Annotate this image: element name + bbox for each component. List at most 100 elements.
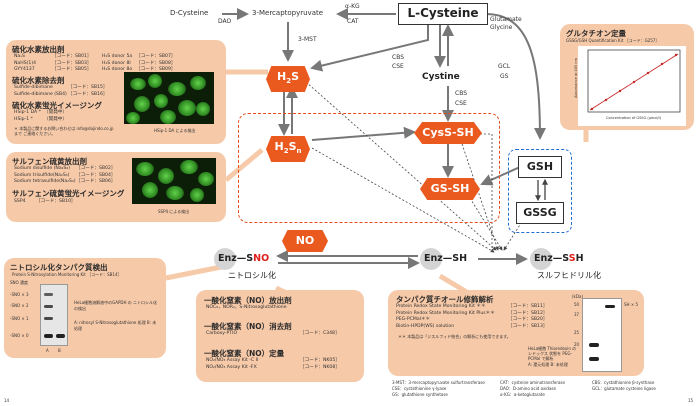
nitrosylation-kit: Protein S-Nitrosylation Monitoring Kit ［… bbox=[12, 272, 122, 277]
abbrev-item: CSE：cystathionine γ-lyase bbox=[392, 386, 447, 391]
no-products-panel: 一酸化窒素（NO）放出剤 NOC₈，NOR₂，S-Nitrosoglutathi… bbox=[196, 290, 364, 382]
no-scavenger-title: 一酸化窒素（NO）消去剤 bbox=[204, 322, 292, 331]
product-code: ［コード：SB16］ bbox=[68, 91, 108, 97]
abbreviations: 3-MST：3-mercaptopyruvate sulfurtransfera… bbox=[392, 380, 692, 398]
product-code: ［コード：SB01］ bbox=[52, 54, 92, 59]
chart-xlabel: Concentration of GSSG (µmol/l) bbox=[606, 116, 661, 120]
thiol-panel: タンパク質チオール修飾解析 Protein Redox State Monito… bbox=[388, 290, 644, 376]
product-name: Sodium disulfide (Na₂S₂) bbox=[14, 166, 71, 171]
product-code: ［コード：SB07］ bbox=[136, 54, 176, 59]
product-name: HSip-1 DA * bbox=[14, 110, 41, 115]
enz-sno-circle bbox=[214, 248, 236, 270]
product-name: NaₛS bbox=[14, 54, 25, 59]
mst-label: 3-MST bbox=[298, 36, 317, 43]
kda-20: 20 bbox=[574, 342, 580, 347]
cse-label-1: CSE bbox=[392, 63, 404, 70]
ssp4-micrograph bbox=[132, 158, 216, 204]
product-name: SSP4 bbox=[14, 199, 26, 204]
product-code: ［コード：SB08］ bbox=[136, 60, 176, 66]
sulfane-sulfur-group bbox=[238, 113, 500, 223]
product-name: NOC₈，NOR₂，S-Nitrosoglutathione bbox=[206, 305, 287, 310]
product-code: ［コード：SB12］ bbox=[508, 310, 548, 316]
gs-label: GS bbox=[500, 73, 509, 80]
product-code: ［コード：SB20］ bbox=[508, 317, 548, 322]
product-code: ［コード：SB05］ bbox=[52, 67, 92, 72]
product-name: NO₂/NO₃ Assay Kit -C II bbox=[206, 358, 259, 363]
h2s-donor-title: 硫化水素放出剤 bbox=[12, 45, 65, 54]
thiol-desc: HeLa細胞 Thioredoxin のレドックス 状態を PEG-PCMal … bbox=[528, 346, 577, 361]
product-name: GYY4137 bbox=[14, 67, 35, 72]
kda-label: (kDa) bbox=[572, 294, 583, 299]
enz-sh-circle bbox=[420, 248, 442, 270]
nitrosylation-title: ニトロシル化タンパク質検出 bbox=[10, 263, 108, 272]
glutathione-group bbox=[508, 149, 572, 233]
product-name: HSip-1 * bbox=[14, 116, 33, 122]
sno-mark-1: -SNO × 1 bbox=[10, 316, 29, 321]
glutathione-panel: グルタチオン定量 GSSG/GSH Quantification Kit ［コー… bbox=[560, 24, 694, 130]
product-name: Sodium tetrasulfide(Na₂S₄) bbox=[14, 179, 76, 184]
sulfane-imaging-title: サルフェン硫黄蛍光イメージング bbox=[12, 189, 125, 198]
product-name: Sulfide-dibimane bbox=[14, 85, 53, 90]
product-name: H₂S donor 8o bbox=[102, 67, 133, 72]
product-code: ［コード：SB06］ bbox=[76, 179, 116, 184]
page-number-right: 15 bbox=[688, 398, 694, 403]
product-name: PEG-PCMal＊＊ bbox=[396, 317, 431, 322]
sno-mark-2: -SNO × 2 bbox=[10, 303, 29, 308]
nitrosylation-blot bbox=[40, 284, 68, 346]
cse-label-2: CSE bbox=[455, 100, 467, 107]
thiol-note: ＊＊ 本製品は「ジスルフィド結合」の解析にも使用できます。 bbox=[398, 334, 511, 339]
abbrev-item: GS：glutathione synthetase bbox=[392, 392, 448, 397]
product-code: ［コード：NK08］ bbox=[300, 364, 340, 370]
product-name: H₂S donor 8l bbox=[102, 60, 131, 66]
page-number-left: 14 bbox=[4, 398, 10, 403]
kda-37: 37 bbox=[574, 312, 580, 317]
h2s-note: ＊ 本製品に関するお問い合わせは info@dojindo.co.jp まで ご… bbox=[14, 126, 114, 136]
l-cysteine-box: L-Cysteine bbox=[398, 3, 488, 25]
product-name: Sodium trisulfide(Na₂S₃) bbox=[14, 172, 70, 178]
product-status: （開発中） bbox=[44, 110, 67, 115]
product-name: NaHS(1)4 bbox=[14, 60, 37, 66]
cat-label: CAT bbox=[347, 18, 359, 25]
product-name: NO₂/NO₃ Assay Kit -FX bbox=[206, 364, 257, 370]
nitrosylation-desc: HeLa細胞溶解液中のGAPDH の ニトロシル化の検出 bbox=[74, 300, 158, 311]
glutathione-title: グルタチオン定量 bbox=[566, 29, 626, 38]
sulfane-donor-title: サルフェン硫黄放出剤 bbox=[12, 157, 87, 166]
gs-sh-node: GS-SH bbox=[420, 178, 480, 200]
product-code: ［コード：NK05］ bbox=[300, 358, 340, 363]
glycine-label: Glycine bbox=[490, 24, 513, 31]
h2s-products-panel: 硫化水素放出剤 NaₛS［コード：SB01］H₂S donor 5a［コード：S… bbox=[6, 40, 226, 144]
product-code: ［コード：SB13］ bbox=[508, 323, 548, 329]
product-code: ［コード：SB04］ bbox=[76, 172, 116, 178]
d-cysteine-label: D-Cysteine bbox=[170, 9, 209, 17]
no-donor-title: 一酸化窒素（NO）放出剤 bbox=[204, 296, 292, 305]
mercaptopyruvate-label: 3-Mercaptopyruvate bbox=[252, 9, 324, 17]
product-name: Sulfide-dibimane (SB4) bbox=[14, 91, 67, 97]
chart-ylabel: Absorbance at 405 nm bbox=[573, 58, 578, 98]
sno-mark-0: -SNO × 0 bbox=[10, 333, 29, 338]
akg-label: α-KG bbox=[345, 3, 360, 10]
nitrosylation-legend: A: nitrosyl S-Nitrosoglutathione 処理 B: 未… bbox=[74, 320, 157, 331]
dao-label: DAO bbox=[218, 18, 232, 25]
product-name: Carboxy-PTIO bbox=[206, 331, 238, 336]
product-status: （開発中） bbox=[44, 116, 67, 122]
kda-25: 25 bbox=[574, 330, 580, 335]
thiol-title: タンパク質チオール修飾解析 bbox=[396, 295, 494, 304]
abbrev-item: CAT：cysteine aminotransferase bbox=[500, 380, 565, 385]
nitrosylation-panel: ニトロシル化タンパク質検出 Protein S-Nitrosylation Mo… bbox=[4, 258, 166, 358]
h2s-node: H2S bbox=[266, 66, 310, 93]
nitrosylation-label: ニトロシル化 bbox=[228, 271, 276, 280]
product-code: ［コード：C348］ bbox=[300, 331, 340, 336]
gcl-label: GCL bbox=[498, 63, 511, 70]
product-code: ［コード：SB03］ bbox=[52, 60, 92, 66]
sulfhydration-label: スルフヒドリル化 bbox=[537, 271, 601, 280]
kda-50: 50 bbox=[574, 302, 580, 307]
thiol-blot bbox=[582, 298, 622, 372]
cystine-label: Cystine bbox=[422, 72, 460, 82]
abbrev-item: 3-MST：3-mercaptopyruvate sulfurtransfera… bbox=[392, 380, 485, 385]
gssg-box: GSSG bbox=[516, 202, 564, 224]
hsip-micrograph bbox=[124, 72, 214, 124]
product-code: ［コード：SB02］ bbox=[76, 166, 116, 171]
product-name: Biotin-HPDP(WS) solution bbox=[396, 323, 455, 329]
abbrev-item: DAO：D-amino acid oxidase bbox=[500, 386, 556, 391]
calibration-chart: Absorbance at 405 nm Concentration of GS… bbox=[574, 46, 686, 126]
